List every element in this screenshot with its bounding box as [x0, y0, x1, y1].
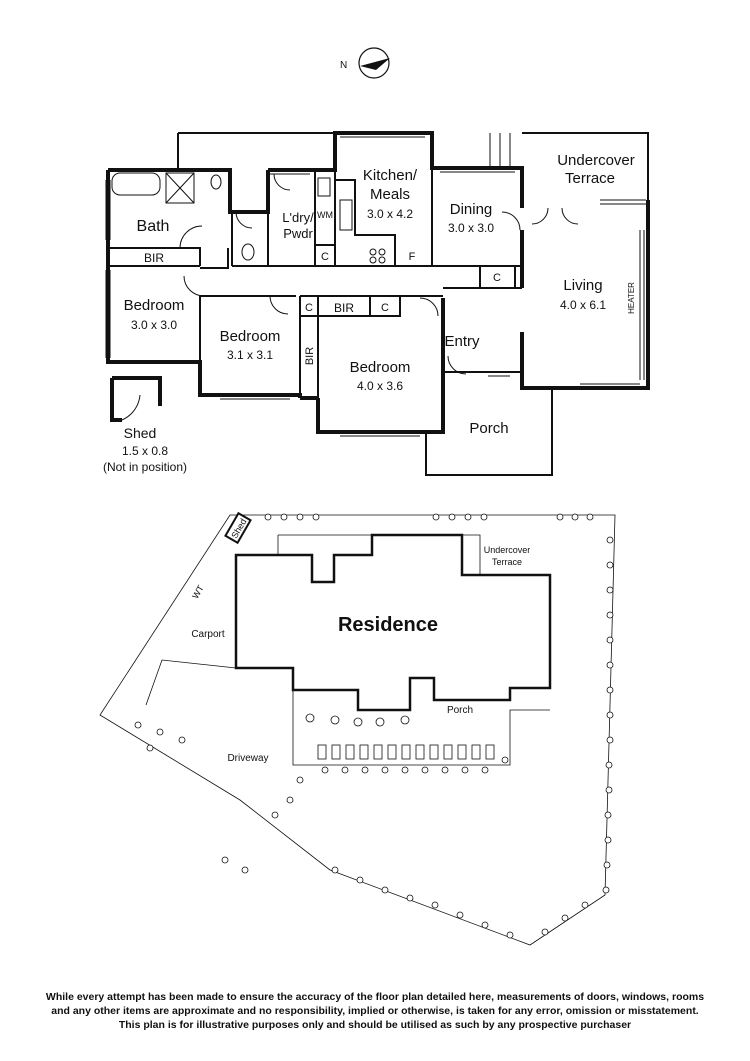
carport-label: Carport — [191, 629, 225, 640]
disclaimer: While every attempt has been made to ens… — [30, 990, 720, 1032]
bedroom-3-dims: 4.0 x 3.6 — [357, 379, 403, 393]
site-boundary — [99, 514, 616, 946]
undercover-terrace-line1: Undercover — [557, 152, 635, 169]
kitchen-dims: 3.0 x 4.2 — [367, 207, 413, 221]
bedroom-3-cupboard-left: C — [305, 302, 313, 314]
floor-plan-fixtures — [111, 172, 386, 264]
shed-dims: 1.5 x 0.8 — [122, 444, 168, 458]
entry-label: Entry — [444, 333, 480, 350]
bath-bir-label: BIR — [144, 251, 164, 265]
kitchen-name-line2: Meals — [370, 186, 410, 203]
site-shed: Shed — [224, 511, 252, 545]
bedroom-3-bir-label: BIR — [334, 301, 354, 315]
north-compass: N — [340, 47, 390, 79]
residence-footprint — [234, 533, 552, 712]
boundary-trees — [134, 513, 614, 939]
bedroom-1-name: Bedroom — [124, 297, 185, 314]
shed-note: (Not in position) — [103, 460, 187, 474]
bedroom-3-name: Bedroom — [350, 359, 411, 376]
compass-north-label: N — [340, 60, 347, 71]
disclaimer-line-2: and any other items are approximate and … — [51, 1005, 699, 1017]
disclaimer-line-1: While every attempt has been made to ens… — [45, 991, 705, 1003]
undercover-terrace-line2: Terrace — [565, 170, 615, 187]
washing-machine-label: WM — [317, 210, 333, 220]
floor-plan-interior-walls — [108, 132, 649, 476]
shed-name: Shed — [124, 425, 157, 441]
powder-toilet-icon — [241, 243, 255, 261]
porch-label: Porch — [469, 420, 508, 437]
shower-icon — [165, 172, 195, 204]
disclaimer-line-3: This plan is for illustrative purposes o… — [118, 1019, 632, 1031]
bedroom-2-bir-label: BIR — [304, 347, 316, 365]
sink-icon — [317, 177, 331, 197]
living-dims: 4.0 x 6.1 — [560, 298, 606, 312]
site-porch-label: Porch — [447, 705, 473, 716]
dining-dims: 3.0 x 3.0 — [448, 221, 494, 235]
kitchen-name-line1: Kitchen/ — [363, 167, 418, 184]
bedroom-2-dims: 3.1 x 3.1 — [227, 348, 273, 362]
toilet-icon — [210, 174, 222, 190]
bathtub-icon — [111, 172, 161, 196]
floor-plan-windows — [105, 132, 646, 437]
water-tank: WT — [190, 583, 206, 601]
site-plan: Shed WT Residence Undercover Terrace Car… — [99, 511, 616, 946]
driveway-label: Driveway — [227, 753, 268, 764]
compass-needle-icon — [360, 58, 390, 70]
living-name: Living — [563, 277, 602, 294]
dining-name: Dining — [450, 201, 493, 218]
laundry-name-line1: L'dry/ — [282, 210, 314, 225]
residence-label: Residence — [338, 614, 438, 636]
room-labels: Bath BIR Bedroom 3.0 x 3.0 L'dry/ Pwdr W… — [103, 152, 636, 474]
water-tank-label: WT — [190, 583, 206, 601]
living-cupboard-label: C — [493, 272, 501, 284]
laundry-name-line2: Pwdr — [283, 226, 313, 241]
heater-label: HEATER — [627, 282, 636, 314]
site-terrace-line2: Terrace — [492, 557, 522, 567]
parking-bays — [317, 744, 495, 760]
fridge-label: F — [409, 251, 416, 263]
bedroom-1-dims: 3.0 x 3.0 — [131, 318, 177, 332]
bath-label: Bath — [137, 218, 170, 235]
floor-plan-doors — [179, 173, 579, 375]
site-terrace-line1: Undercover — [484, 545, 531, 555]
shed-outline — [110, 376, 162, 422]
laundry-cupboard-label: C — [321, 251, 329, 263]
oven-icon — [339, 199, 353, 231]
bedroom-2-name: Bedroom — [220, 328, 281, 345]
bedroom-3-cupboard-right: C — [381, 302, 389, 314]
